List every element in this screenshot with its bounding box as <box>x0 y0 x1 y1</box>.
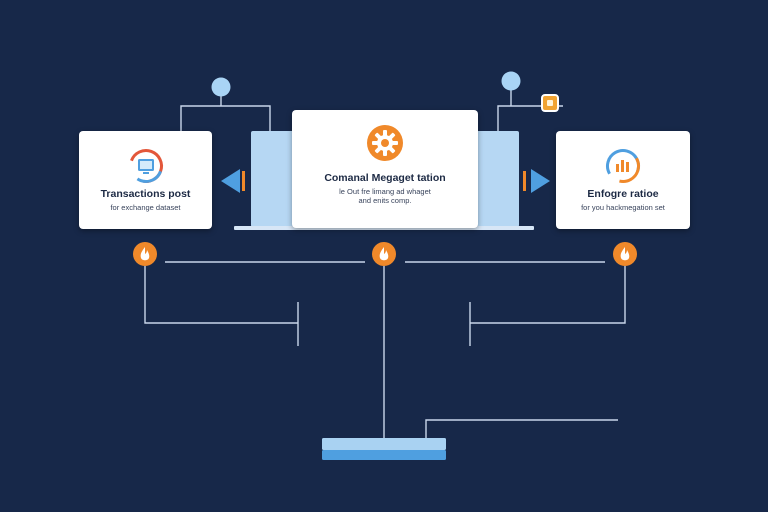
left-drop-connector <box>144 266 298 324</box>
center-card-title: Comanal Megaget tation <box>324 172 446 184</box>
connector-lines <box>144 90 626 440</box>
left-tray-panel <box>251 131 305 227</box>
right-card-subtitle: for you hackmegation set <box>581 203 665 212</box>
right-drop-connector <box>470 266 626 324</box>
fire-icon <box>620 247 630 261</box>
top-left-connector <box>180 105 271 131</box>
center-card-subtitle-line1: le Out fre limang ad whaget <box>339 187 431 196</box>
right-arrow-icon <box>531 169 550 193</box>
left-card-title: Transactions post <box>100 188 191 200</box>
top-right-dot <box>501 71 521 91</box>
fire-icon <box>379 247 389 261</box>
node-left[interactable] <box>133 242 157 266</box>
tag-icon <box>541 94 559 112</box>
left-card-subtitle: for exchange dataset <box>110 203 181 212</box>
fire-icon <box>140 247 150 261</box>
bar-chart-icon <box>606 149 640 183</box>
left-arrow-accent <box>242 171 245 191</box>
right-arrow-accent <box>523 171 526 191</box>
bottom-right-lead <box>425 419 618 438</box>
center-card[interactable]: Comanal Megaget tation le Out fre limang… <box>292 110 478 228</box>
monitor-icon <box>128 149 163 183</box>
right-card-title: Enfogre ratioe <box>587 188 659 200</box>
center-card-subtitle-line2: and enits comp. <box>358 196 412 205</box>
top-left-dot <box>211 77 231 97</box>
gear-icon <box>367 125 403 161</box>
node-center[interactable] <box>372 242 396 266</box>
left-arrow-icon <box>221 169 240 193</box>
bottom-platform <box>322 438 446 460</box>
node-right[interactable] <box>613 242 637 266</box>
right-card[interactable]: Enfogre ratioe for you hackmegation set <box>556 131 690 229</box>
right-tray-panel <box>465 131 519 227</box>
left-card[interactable]: Transactions post for exchange dataset <box>79 131 212 229</box>
